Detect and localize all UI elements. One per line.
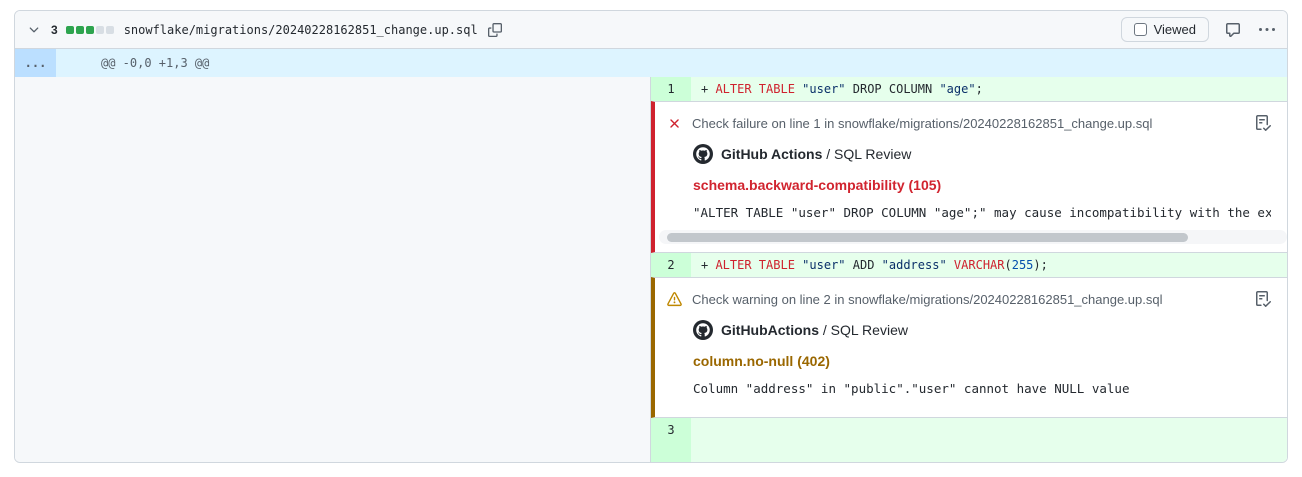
line-number[interactable]: 3 xyxy=(651,418,691,462)
check-app-row: GitHub Actions / SQL Review xyxy=(693,144,1271,164)
hunk-range-text: @@ -0,0 +1,3 @@ xyxy=(101,56,210,70)
diffstat-neutral-square xyxy=(95,25,104,34)
code-line-with-annotation-icon: + ALTER TABLE "user" ADD "gender" VARCHA… xyxy=(691,418,1287,462)
annotation-header: Check warning on line 2 in snowflake/mig… xyxy=(667,291,1271,307)
check-suite-and-name[interactable]: GitHub Actions / SQL Review xyxy=(721,146,911,162)
annotation-title: Check warning on line 2 in snowflake/mig… xyxy=(692,292,1163,307)
check-app-row: GitHubActions / SQL Review xyxy=(693,320,1271,340)
diffstat-added-square xyxy=(65,25,74,34)
viewed-button[interactable]: Viewed xyxy=(1120,17,1209,42)
comment-icon xyxy=(1225,22,1241,38)
checklist-icon[interactable] xyxy=(1255,291,1271,307)
comment-button[interactable] xyxy=(1223,20,1243,40)
diff-left-empty-side xyxy=(15,77,651,462)
check-rule-title: schema.backward-compatibility (105) xyxy=(693,177,942,193)
check-name-separator: / xyxy=(822,322,831,338)
file-options-button[interactable] xyxy=(1257,20,1277,40)
file-diff-card: 3 snowflake/migrations/20240228162851_ch… xyxy=(14,10,1288,463)
diffstat-squares xyxy=(65,25,114,34)
changed-lines-count: 3 xyxy=(51,22,58,37)
check-warning-annotation: Check warning on line 2 in snowflake/mig… xyxy=(651,277,1287,418)
diffstat-added-square xyxy=(85,25,94,34)
viewed-checkbox[interactable] xyxy=(1133,23,1147,36)
chevron-down-icon xyxy=(27,23,41,37)
check-message: Column "address" in "public"."user" cann… xyxy=(693,381,1130,396)
diff-line-2: 2 + ALTER TABLE "user" ADD "address" VAR… xyxy=(651,253,1287,277)
diff-line-1: 1 + ALTER TABLE "user" DROP COLUMN "age"… xyxy=(651,77,1287,101)
diffstat-added-square xyxy=(75,25,84,34)
annotation-title: Check failure on line 1 in snowflake/mig… xyxy=(692,116,1153,131)
scrollbar-thumb[interactable] xyxy=(667,232,1189,242)
expand-hunk-button[interactable]: ... xyxy=(15,49,56,77)
check-name[interactable]: SQL Review xyxy=(834,146,912,162)
copy-path-button[interactable] xyxy=(486,21,504,39)
copy-icon xyxy=(487,22,502,37)
check-message: "ALTER TABLE "user" DROP COLUMN "age";" … xyxy=(693,205,1271,220)
hunk-header: ... @@ -0,0 +1,3 @@ xyxy=(15,49,1287,77)
github-actions-avatar-icon xyxy=(693,320,713,340)
annotation-horizontal-scrollbar[interactable] xyxy=(659,230,1287,244)
diff-body: 1 + ALTER TABLE "user" DROP COLUMN "age"… xyxy=(15,77,1287,462)
check-suite-and-name[interactable]: GitHubActions / SQL Review xyxy=(721,322,908,338)
diff-right-side: 1 + ALTER TABLE "user" DROP COLUMN "age"… xyxy=(651,77,1287,462)
line-number[interactable]: 2 xyxy=(651,253,691,277)
check-name[interactable]: SQL Review xyxy=(830,322,908,338)
check-suite-name[interactable]: GitHubActions xyxy=(721,322,819,338)
check-failure-annotation: Check failure on line 1 in snowflake/mig… xyxy=(651,101,1287,253)
github-actions-avatar-icon xyxy=(693,144,713,164)
checklist-icon[interactable] xyxy=(1255,115,1271,131)
viewed-label: Viewed xyxy=(1153,22,1196,37)
file-header: 3 snowflake/migrations/20240228162851_ch… xyxy=(15,11,1287,49)
x-icon xyxy=(667,115,682,131)
alert-icon xyxy=(667,291,682,307)
diff-line-3: 3 + ALTER TABLE "user" ADD "gender" VARC… xyxy=(651,418,1287,462)
code-line[interactable]: + ALTER TABLE "user" DROP COLUMN "age"; xyxy=(691,77,1287,101)
check-name-separator: / xyxy=(826,146,835,162)
file-path: snowflake/migrations/20240228162851_chan… xyxy=(123,22,478,37)
check-rule-title: column.no-null (402) xyxy=(693,353,830,369)
diffstat-neutral-square xyxy=(105,25,114,34)
code-line[interactable]: + ALTER TABLE "user" ADD "address" VARCH… xyxy=(691,253,1287,277)
annotation-header: Check failure on line 1 in snowflake/mig… xyxy=(667,115,1271,131)
line-number[interactable]: 1 xyxy=(651,77,691,101)
kebab-horizontal-icon xyxy=(1259,22,1275,38)
check-suite-name[interactable]: GitHub Actions xyxy=(721,146,823,162)
collapse-file-button[interactable] xyxy=(25,21,43,39)
